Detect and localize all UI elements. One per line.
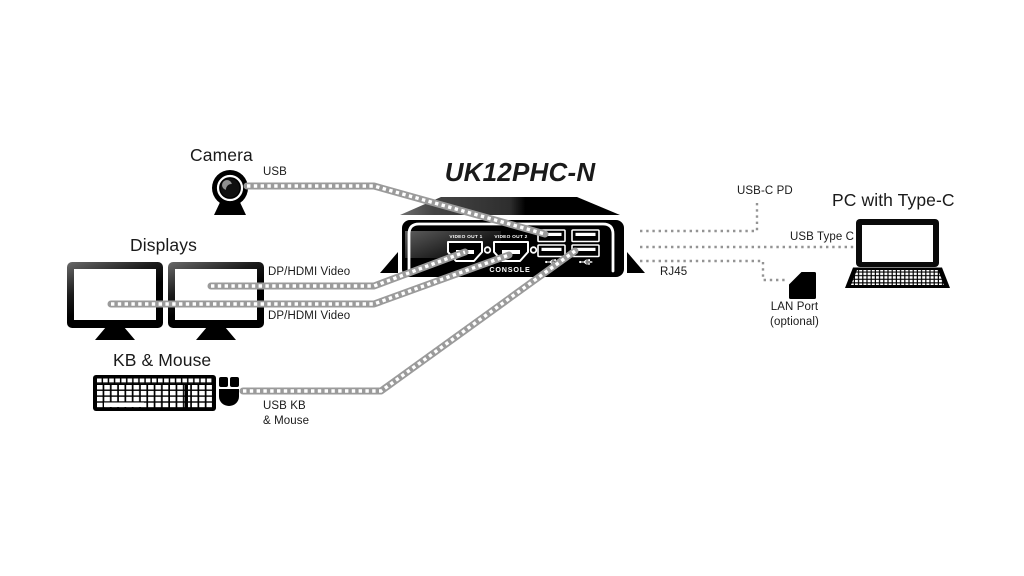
displays-label: Displays xyxy=(130,235,197,255)
monitor-right-icon xyxy=(168,262,264,340)
kb-cable-label-line1: USB KB xyxy=(263,400,306,412)
video-out-2-label: VIDEO OUT 2 xyxy=(494,234,527,240)
camera-cable-label: USB xyxy=(263,166,287,178)
usbc-pd-label: USB-C PD xyxy=(737,185,793,197)
mouse-icon xyxy=(219,377,239,406)
usbc-pd-link xyxy=(640,203,759,233)
device-foot-right xyxy=(627,252,645,273)
lan-port-icon xyxy=(789,272,816,299)
kb-mouse-usb-cable xyxy=(239,247,579,395)
display2-video-cable xyxy=(107,251,513,308)
usb-port-bottom-left xyxy=(537,244,566,258)
lan-port-label: LAN Port (optional) xyxy=(757,300,832,330)
usb-trident-icon xyxy=(579,259,593,265)
usb-ports xyxy=(537,229,600,258)
pc-label: PC with Type-C xyxy=(832,190,955,210)
led-2 xyxy=(529,246,538,254)
led-1 xyxy=(483,246,492,254)
console-label: CONSOLE xyxy=(489,265,530,274)
monitor-left-icon xyxy=(67,262,163,340)
camera-usb-cable xyxy=(243,182,549,238)
cables xyxy=(107,182,579,395)
video-out-1-label: VIDEO OUT 1 xyxy=(449,234,482,240)
display2-cable-label: DP/HDMI Video xyxy=(268,310,351,322)
usb-typec-label: USB Type C xyxy=(790,231,855,243)
kvm-device: VIDEO OUT 1 VIDEO OUT 2 xyxy=(380,197,645,277)
webcam-icon xyxy=(212,170,248,215)
display1-video-cable xyxy=(207,248,469,290)
keyboard-icon xyxy=(93,375,216,411)
lan-port-label-line2: (optional) xyxy=(770,316,819,328)
lan-port-label-line1: LAN Port xyxy=(770,301,819,313)
device-title: UK12PHC-N xyxy=(444,157,596,187)
device-foot-left xyxy=(380,252,398,273)
rj45-lan-link xyxy=(640,259,788,282)
laptop-icon xyxy=(845,219,950,288)
camera-label: Camera xyxy=(190,145,253,165)
kb-cable-label: USB KB & Mouse xyxy=(263,399,309,429)
usb-port-top-right xyxy=(571,229,600,243)
kb-cable-label-line2: & Mouse xyxy=(263,415,310,427)
dotted-links xyxy=(640,203,854,282)
kb-mouse-label: KB & Mouse xyxy=(113,350,212,370)
display1-cable-label: DP/HDMI Video xyxy=(268,266,351,278)
usb-port-bottom-right xyxy=(571,244,600,258)
rj45-label: RJ45 xyxy=(660,266,688,278)
